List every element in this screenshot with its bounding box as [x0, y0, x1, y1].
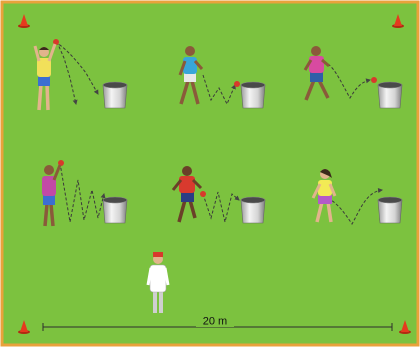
ball: [200, 191, 206, 197]
bin: [378, 82, 402, 108]
bin: [378, 197, 402, 223]
distance-label: 20 m: [203, 316, 227, 328]
ball: [371, 77, 377, 83]
bin: [241, 197, 265, 223]
bin: [103, 82, 127, 108]
bin: [103, 197, 127, 223]
ball: [234, 81, 240, 87]
bin: [241, 82, 265, 108]
grass: [2, 2, 418, 345]
